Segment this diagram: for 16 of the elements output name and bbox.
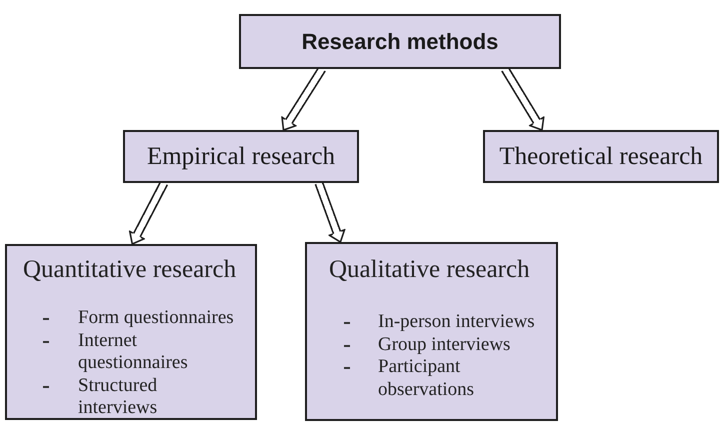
process-box	[483, 130, 719, 183]
list-item: Participant observations	[378, 356, 476, 401]
box-heading: Qualitative research	[329, 256, 530, 284]
process-box	[123, 130, 359, 183]
category-box	[5, 244, 257, 420]
box-heading: Quantitative research	[23, 256, 236, 284]
list-item: Structured interviews	[78, 374, 158, 420]
list-item: Internet questionnaires	[78, 330, 189, 374]
box-label: Research methods	[302, 28, 498, 54]
list-item: Group interviews	[378, 334, 512, 356]
process-box	[239, 14, 561, 69]
category-box	[305, 242, 558, 421]
box-label: Theoretical research	[499, 142, 703, 170]
list-item: Form questionnaires	[78, 307, 235, 330]
box-label: Empirical research	[146, 142, 336, 170]
list-item: In-person interviews	[378, 311, 536, 334]
